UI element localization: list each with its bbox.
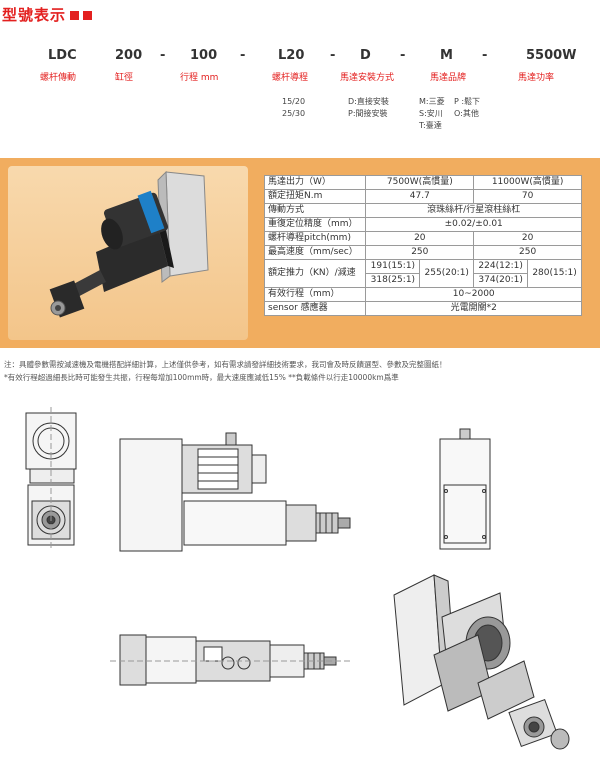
title-text: 型號表示 [2, 6, 67, 24]
code-label: 馬達功率 [518, 73, 555, 83]
spec-label: 傳動方式 [263, 203, 367, 218]
spec-cell: 20 [365, 231, 475, 246]
isometric-view-drawing [393, 574, 570, 750]
code-label: 馬達安裝方式 [340, 73, 395, 83]
spec-cell: 191(15:1) [365, 259, 421, 274]
spec-cell: 250 [473, 245, 582, 260]
code-label: 螺杆導程 [272, 73, 309, 83]
lead-options: 15/20 25/30 [282, 97, 306, 118]
top-view-drawing [119, 432, 351, 552]
spec-cell: 11000W(高慣量) [473, 175, 582, 190]
spec-cell: 10~2000 [365, 287, 582, 302]
front-view-drawing [110, 634, 350, 686]
spec-label: 最高速度（mm/sec） [263, 245, 367, 260]
spec-label: 螺杆導程pitch(mm) [263, 231, 367, 246]
end-view-drawing [439, 428, 491, 550]
title: 型號表示 [2, 4, 93, 25]
code-stroke: 100 [190, 48, 218, 63]
code-label: 馬達品牌 [430, 73, 467, 83]
code-dash: - [240, 48, 246, 63]
square-icon [70, 11, 80, 20]
code-brand: M [440, 48, 453, 63]
spec-cell: 250 [365, 245, 475, 260]
square-icon [83, 11, 93, 20]
mount-options: D:直接安裝 P:間接安裝 [348, 97, 389, 118]
brand-options-b: P :鬆下 O:其他 [454, 97, 481, 118]
spec-label: 額定推力（KN）/減速 [263, 259, 367, 288]
spec-cell: 滾珠絲杆/行星滾柱絲杠 [365, 203, 582, 218]
spec-label: 額定扭矩N.m [263, 189, 367, 204]
code-dash: - [482, 48, 488, 63]
spec-cell: 374(20:1) [473, 273, 529, 288]
spec-cell: 255(20:1) [419, 259, 475, 288]
table-row: sensor 感應器 光電開關*2 [263, 301, 582, 316]
spec-cell: 224(12:1) [473, 259, 529, 274]
table-row: 額定推力（KN）/減速 191(15:1) 255(20:1) 224(12:1… [263, 259, 582, 288]
code-power: 5500W [526, 48, 577, 63]
drawing-svg [25, 407, 570, 750]
code-dash: - [400, 48, 406, 63]
spec-cell: 7500W(高慣量) [365, 175, 475, 190]
spec-cell: ±0.02/±0.01 [365, 217, 582, 232]
table-row: 318(25:1) 374(20:1) [265, 273, 582, 288]
spec-cell: 光電開關*2 [365, 301, 582, 316]
spec-cell: 280(15:1) [527, 259, 582, 288]
code-label: 行程 mm [180, 73, 219, 83]
code-label: 缸徑 [115, 73, 134, 83]
code-mount: D [360, 48, 371, 63]
note-line: 注：具體參數需按減速機及電機搭配詳細計算，上述僅供參考，如有需求請發詳細技術要求… [4, 360, 447, 369]
product-image-frame [8, 166, 248, 340]
brand-options-a: M:三菱 S:安川 T:臺達 [419, 97, 445, 130]
spec-label: 重復定位精度（mm） [263, 217, 367, 232]
table-row: 螺杆導程pitch(mm) 20 20 [263, 231, 582, 246]
table-row: 馬達出力（W） 7500W(高慣量) 11000W(高慣量) [263, 175, 582, 190]
note-line: *有效行程超過細長比時可能發生共振，行程每增加100mm時，最大速度應減低15%… [4, 373, 399, 382]
actuator-image [49, 170, 209, 318]
code-label: 螺杆傳動 [40, 73, 77, 83]
table-row: 額定扭矩N.m 47.7 70 [263, 189, 582, 204]
table-row: 傳動方式 滾珠絲杆/行星滾柱絲杠 [263, 203, 582, 218]
spec-cell: 47.7 [365, 189, 475, 204]
code-dash: - [160, 48, 166, 63]
code-bore: 200 [115, 48, 143, 63]
code-dash: - [330, 48, 336, 63]
spec-cell: 70 [473, 189, 582, 204]
spec-label: sensor 感應器 [263, 301, 367, 316]
technical-drawings [0, 405, 600, 769]
side-view-drawing [25, 407, 77, 551]
spec-cell: 20 [473, 231, 582, 246]
code-lead: L20 [278, 48, 305, 63]
table-row: 最高速度（mm/sec） 250 250 [263, 245, 582, 260]
spec-cell: 318(25:1) [365, 273, 421, 288]
table-row: 重復定位精度（mm） ±0.02/±0.01 [263, 217, 582, 232]
spec-table: 馬達出力（W） 7500W(高慣量) 11000W(高慣量) 額定扭矩N.m 4… [263, 175, 582, 316]
spec-label: 馬達出力（W） [263, 175, 367, 190]
table-row: 有效行程（mm） 10~2000 [263, 287, 582, 302]
spec-label: 有效行程（mm） [263, 287, 367, 302]
code-series: LDC [48, 48, 77, 63]
